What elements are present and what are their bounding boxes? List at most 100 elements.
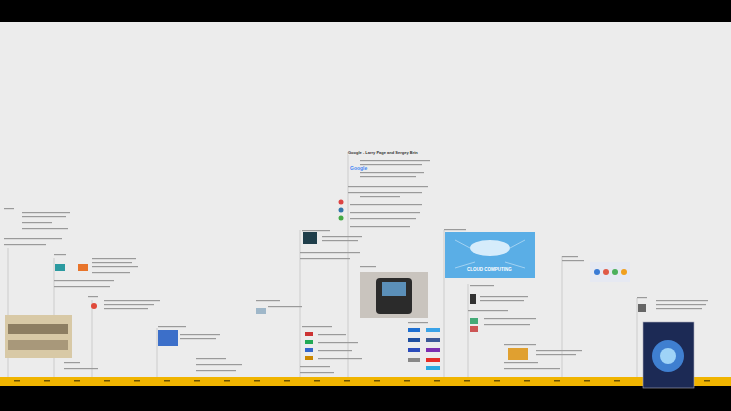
text-line (4, 244, 46, 245)
text-line (484, 324, 530, 325)
text-line (348, 186, 428, 187)
text-line (350, 212, 420, 213)
event-heading: Google - Larry Page and Sergey Brin (348, 151, 418, 155)
text-line (4, 208, 14, 209)
logo (426, 348, 440, 352)
background (0, 22, 731, 386)
text-line (92, 258, 136, 259)
timeline-ticks (14, 380, 710, 382)
tick (164, 380, 170, 382)
text-line (196, 364, 242, 365)
text-line (22, 212, 70, 213)
text-line (348, 192, 422, 193)
logo (305, 340, 313, 344)
timeline-bar (0, 377, 731, 386)
orange-icon (78, 264, 88, 271)
book-art (660, 348, 676, 364)
text-line (302, 230, 330, 231)
stem (348, 152, 349, 377)
text-line (318, 342, 358, 343)
stems (8, 152, 637, 377)
device-icon (470, 326, 478, 332)
tick (284, 380, 290, 382)
text-line (322, 236, 362, 237)
picture-text: CLOUD COMPUTING (467, 268, 512, 273)
text-line (360, 266, 376, 267)
logo (408, 328, 420, 332)
device-icon (470, 294, 476, 304)
text-line (536, 354, 576, 355)
text-line (504, 362, 538, 363)
text-line (350, 226, 410, 227)
text-line (92, 272, 130, 273)
tick (344, 380, 350, 382)
logo-text: Google (350, 166, 367, 172)
text-line (562, 260, 584, 261)
text-line (300, 258, 350, 259)
text-line (300, 372, 334, 373)
stem (157, 328, 158, 377)
text-line (196, 358, 226, 359)
blue-picture (158, 330, 178, 346)
logo (408, 338, 420, 342)
text-line (360, 164, 422, 165)
icon (603, 269, 609, 275)
tick (404, 380, 410, 382)
logo-icon (339, 200, 344, 205)
network-line (455, 240, 470, 248)
text-line (656, 300, 708, 301)
tick (104, 380, 110, 382)
text-line (322, 240, 358, 241)
bottom-bar (0, 386, 731, 411)
icon (594, 269, 600, 275)
tick (434, 380, 440, 382)
text-line (256, 300, 280, 301)
cloud (470, 240, 510, 256)
tick (554, 380, 560, 382)
text-line (64, 368, 98, 369)
portrait-icon (303, 232, 317, 244)
logo-icon (339, 216, 344, 221)
book-art (652, 340, 684, 372)
text-lines (4, 160, 708, 373)
phone (376, 278, 412, 314)
text-line (104, 304, 154, 305)
text-line (104, 308, 148, 309)
icon-strip (590, 262, 630, 282)
text-line (92, 262, 132, 263)
text-line (302, 326, 332, 327)
text-line (470, 285, 494, 286)
logo (305, 348, 313, 352)
icon (612, 269, 618, 275)
tick (524, 380, 530, 382)
logo (305, 332, 313, 336)
text-line (484, 318, 536, 319)
text-line (480, 300, 524, 301)
small-icon (256, 308, 266, 314)
text-line (360, 160, 430, 161)
logo (426, 366, 440, 370)
text-line (22, 222, 52, 223)
tick (74, 380, 80, 382)
text-line (360, 172, 424, 173)
logo (408, 348, 420, 352)
text-line (180, 338, 216, 339)
tick (44, 380, 50, 382)
text-line (88, 296, 98, 297)
text-line (350, 218, 416, 219)
text-line (350, 204, 422, 205)
logo (408, 358, 420, 362)
text-line (54, 286, 110, 287)
logo-icon (339, 208, 344, 213)
device-icon (470, 318, 478, 324)
text-line (360, 176, 416, 177)
tick (584, 380, 590, 382)
text-line (300, 366, 330, 367)
pictures (5, 200, 694, 389)
text-line (318, 358, 362, 359)
equipment-photo (5, 315, 72, 358)
text-line (300, 252, 360, 253)
tick (254, 380, 260, 382)
stem (637, 298, 638, 377)
